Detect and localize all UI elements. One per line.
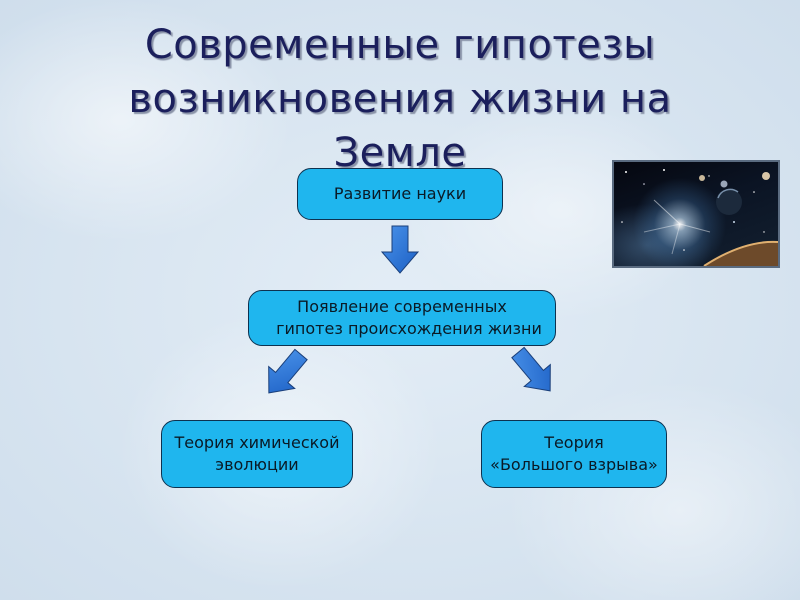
slide-title: Современные гипотезы возникновения жизни… xyxy=(128,22,672,176)
node-bigbang-label-line2: «Большого взрыва» xyxy=(490,455,658,474)
node-chemical-label-line1: Теория химической xyxy=(174,433,340,452)
arrow-down-left-icon xyxy=(268,348,308,394)
node-science-label: Развитие науки xyxy=(333,184,467,203)
arrow-down-icon xyxy=(380,225,420,274)
node-bigbang-label-line1: Теория xyxy=(544,433,604,452)
node-chemical-evolution: Теория химической эволюции xyxy=(161,420,353,488)
node-big-bang: Теория «Большого взрыва» xyxy=(481,420,667,488)
arrow-down-right-icon xyxy=(511,346,551,392)
space-planets-image xyxy=(612,160,780,268)
node-chemical-label-line2: эволюции xyxy=(215,455,299,474)
node-modern-hypotheses: Появление современных гипотез происхожде… xyxy=(248,290,556,346)
node-science-development: Развитие науки xyxy=(297,168,503,220)
node-hypotheses-label-line2: гипотез происхождения жизни xyxy=(276,319,542,338)
node-hypotheses-label-line1: Появление современных xyxy=(297,297,507,316)
